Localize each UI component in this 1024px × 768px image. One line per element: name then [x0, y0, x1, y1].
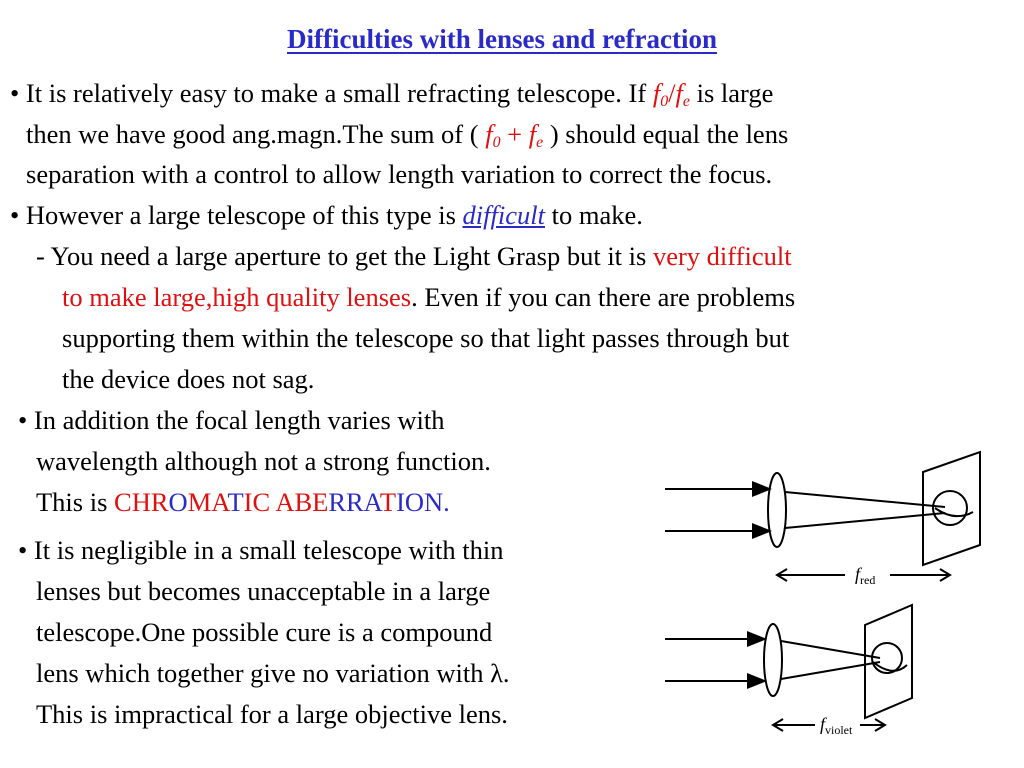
- text: . Even if you can there are problems: [411, 282, 796, 312]
- bullet-4-line-5: This is impractical for a large objectiv…: [36, 699, 508, 729]
- focus-spot-icon: [932, 490, 968, 526]
- violet-focus-setup: [665, 603, 913, 732]
- text: ) should equal the lens: [543, 119, 789, 149]
- text: to make.: [544, 200, 643, 230]
- screen-icon: [922, 450, 981, 567]
- aberration-part: T: [379, 487, 397, 517]
- bullet-1-line-3: separation with a control to allow lengt…: [26, 159, 773, 189]
- focus-curve-icon: [934, 507, 974, 518]
- refracted-ray-icon: [784, 491, 946, 508]
- focus-spot-icon: [871, 642, 903, 674]
- chromatic-aberration-diagram: fred fviolet: [665, 450, 981, 737]
- symbol-f: f: [652, 78, 661, 108]
- aberration-part: RRA: [328, 487, 380, 517]
- bullet-4-line-4: lens which together give no variation wi…: [36, 658, 510, 688]
- screen-icon: [864, 603, 913, 720]
- text: • However a large telescope of this type…: [10, 200, 463, 230]
- f-red-label: fred: [855, 564, 875, 587]
- lens-icon: [767, 472, 787, 548]
- text: then we have good ang.magn.The sum of (: [26, 119, 486, 149]
- text: • It is relatively easy to make a small …: [10, 78, 653, 108]
- dimension-arrow-icon: [939, 568, 952, 582]
- formula-f0-plus-fe: f0 + fe: [485, 119, 544, 151]
- subscript-0: 0: [660, 92, 669, 110]
- dimension-arrow-icon: [775, 568, 788, 582]
- symbol-f: f: [528, 119, 537, 149]
- bullet-3-line-3: This is CHROMATIC ABERRATION.: [36, 489, 450, 516]
- subscript-0: 0: [492, 133, 501, 151]
- subpoint-line-3: supporting them within the telescope so …: [62, 323, 790, 353]
- aberration-part: ABE: [275, 487, 329, 517]
- f-violet-label: fviolet: [820, 714, 853, 737]
- chromatic-part: CHR: [114, 487, 169, 517]
- focus-curve-icon: [872, 661, 908, 672]
- bullet-4-line-3: telescope.One possible cure is a compoun…: [36, 617, 493, 647]
- dimension-arrow-icon: [874, 718, 887, 732]
- bullet-3-line-2: wavelength although not a strong functio…: [36, 446, 491, 476]
- bullet-3-line-1: • In addition the focal length varies wi…: [18, 405, 445, 435]
- text: - You need a large aperture to get the L…: [36, 241, 653, 271]
- highlight-very-difficult: very difficult: [652, 241, 792, 271]
- bullet-1-line-1: • It is relatively easy to make a small …: [10, 78, 774, 110]
- chromatic-part: T: [227, 487, 244, 517]
- aberration-part: ION.: [396, 487, 450, 517]
- chromatic-part: MA: [187, 487, 228, 517]
- subpoint-line-1: - You need a large aperture to get the L…: [36, 243, 792, 270]
- subpoint-line-2: to make large,high quality lenses. Even …: [62, 284, 795, 311]
- emphasis-difficult: difficult: [462, 200, 545, 230]
- plus-sign: +: [500, 119, 529, 149]
- subscript-e: e: [536, 133, 544, 151]
- bullet-2-line-1: • However a large telescope of this type…: [10, 202, 643, 229]
- dimension-arrow-icon: [771, 718, 784, 732]
- lens-icon: [763, 623, 783, 697]
- bullet-1-line-2: then we have good ang.magn.The sum of ( …: [26, 119, 789, 151]
- subscript-e: e: [682, 92, 690, 110]
- chromatic-part: O: [168, 487, 188, 517]
- subpoint-line-4: the device does not sag.: [62, 364, 315, 394]
- slash: /: [668, 78, 676, 108]
- page-title: Difficulties with lenses and refraction: [287, 24, 717, 54]
- formula-f0-over-fe: f0/fe: [652, 78, 690, 110]
- refracted-ray-icon: [780, 640, 881, 659]
- bullet-4-line-1: • It is negligible in a small telescope …: [18, 535, 504, 565]
- symbol-f: f: [485, 119, 493, 149]
- symbol-f: f: [675, 78, 683, 108]
- text: is large: [689, 78, 774, 108]
- text: This is: [36, 487, 115, 517]
- refracted-ray-icon: [780, 661, 881, 680]
- chromatic-part: IC: [243, 487, 271, 517]
- refracted-ray-icon: [784, 512, 946, 529]
- bullet-4-line-2: lenses but becomes unacceptable in a lar…: [36, 576, 491, 606]
- highlight-lenses: to make large,high quality lenses: [62, 282, 412, 312]
- red-focus-setup: [665, 450, 981, 582]
